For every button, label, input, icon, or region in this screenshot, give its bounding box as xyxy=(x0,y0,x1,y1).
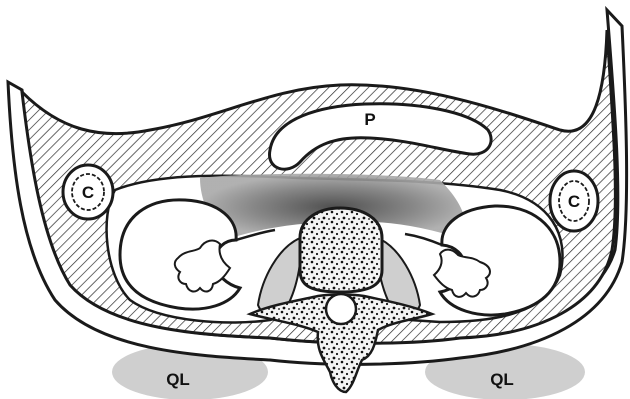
colon-right: C xyxy=(550,171,598,231)
vertebral-body xyxy=(300,208,382,292)
colon-left-label: C xyxy=(82,183,94,202)
ql-right-label: QL xyxy=(490,370,514,389)
colon-left: C xyxy=(63,165,113,219)
pancreas-label: P xyxy=(364,110,375,129)
colon-right-label: C xyxy=(568,192,580,211)
spinal-canal xyxy=(326,294,356,324)
ql-left-label: QL xyxy=(166,370,190,389)
